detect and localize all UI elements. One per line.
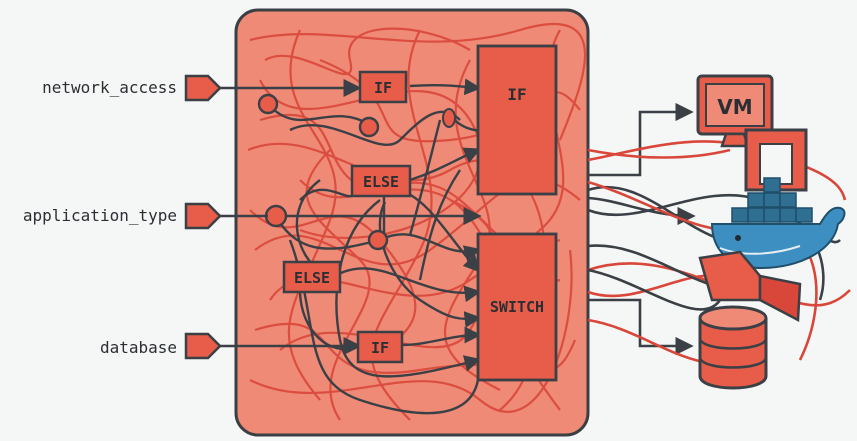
input-database: database [100,332,222,360]
block-switch: SWITCH [476,232,558,382]
block-if-top-label: IF [374,79,392,97]
input-connector-icon [184,332,222,360]
input-label-database: database [100,338,177,357]
input-application-type: application_type [23,202,222,230]
junction-node-lower [367,229,389,251]
input-connector-icon [184,74,222,102]
block-else-left: ELSE [282,260,342,294]
block-else-top-label: ELSE [363,173,399,191]
block-if-large: IF [476,44,558,196]
database-cylinder-icon [698,305,768,390]
input-label-application-type: application_type [23,206,177,225]
input-wires [220,78,482,356]
docker-whale-icon [710,177,846,270]
block-switch-label: SWITCH [490,298,544,316]
block-if-bottom: IF [356,330,404,364]
vm-monitor-icon: VM [696,74,774,148]
junction-node-top [257,93,279,115]
block-else-top: ELSE [350,164,412,198]
junction-node-upper [358,116,380,138]
vm-label: VM [717,95,752,119]
input-connector-icon [184,202,222,230]
block-if-bottom-label: IF [371,339,389,357]
junction-node-mid [264,204,288,228]
input-label-network-access: network_access [42,78,177,97]
input-network-access: network_access [42,74,222,102]
package-box-icon [698,250,802,323]
block-if-large-label: IF [507,85,526,104]
block-if-top: IF [358,70,408,104]
block-else-left-label: ELSE [294,269,330,287]
junction-node-small [442,108,456,128]
